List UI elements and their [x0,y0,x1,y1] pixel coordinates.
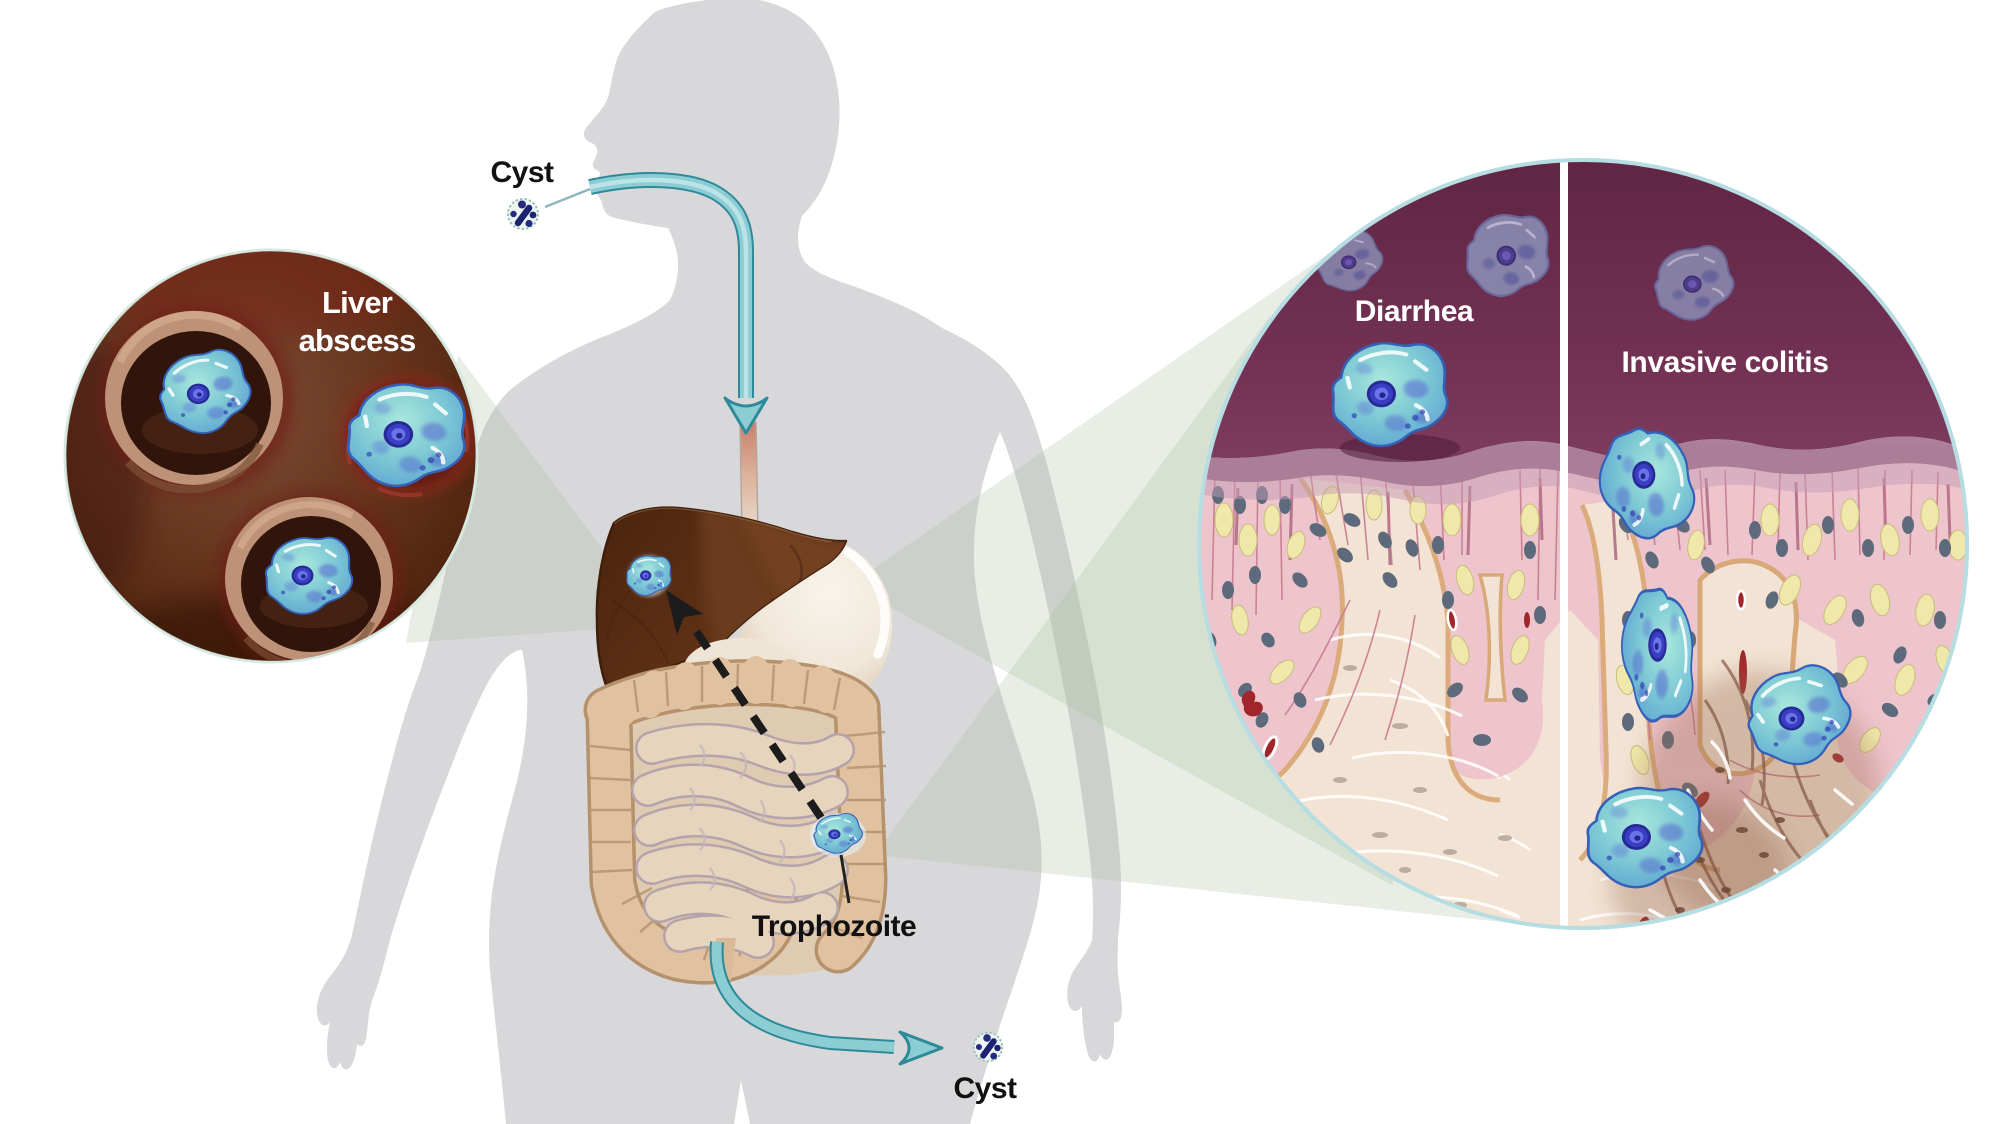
svg-text:Liver: Liver [322,285,393,320]
svg-text:Cyst: Cyst [490,156,554,189]
svg-text:Trophozoite: Trophozoite [752,910,916,943]
svg-text:Invasive colitis: Invasive colitis [1621,346,1828,379]
svg-text:abscess: abscess [299,323,416,358]
svg-text:Diarrhea: Diarrhea [1355,295,1474,328]
svg-text:Cyst: Cyst [953,1072,1017,1105]
